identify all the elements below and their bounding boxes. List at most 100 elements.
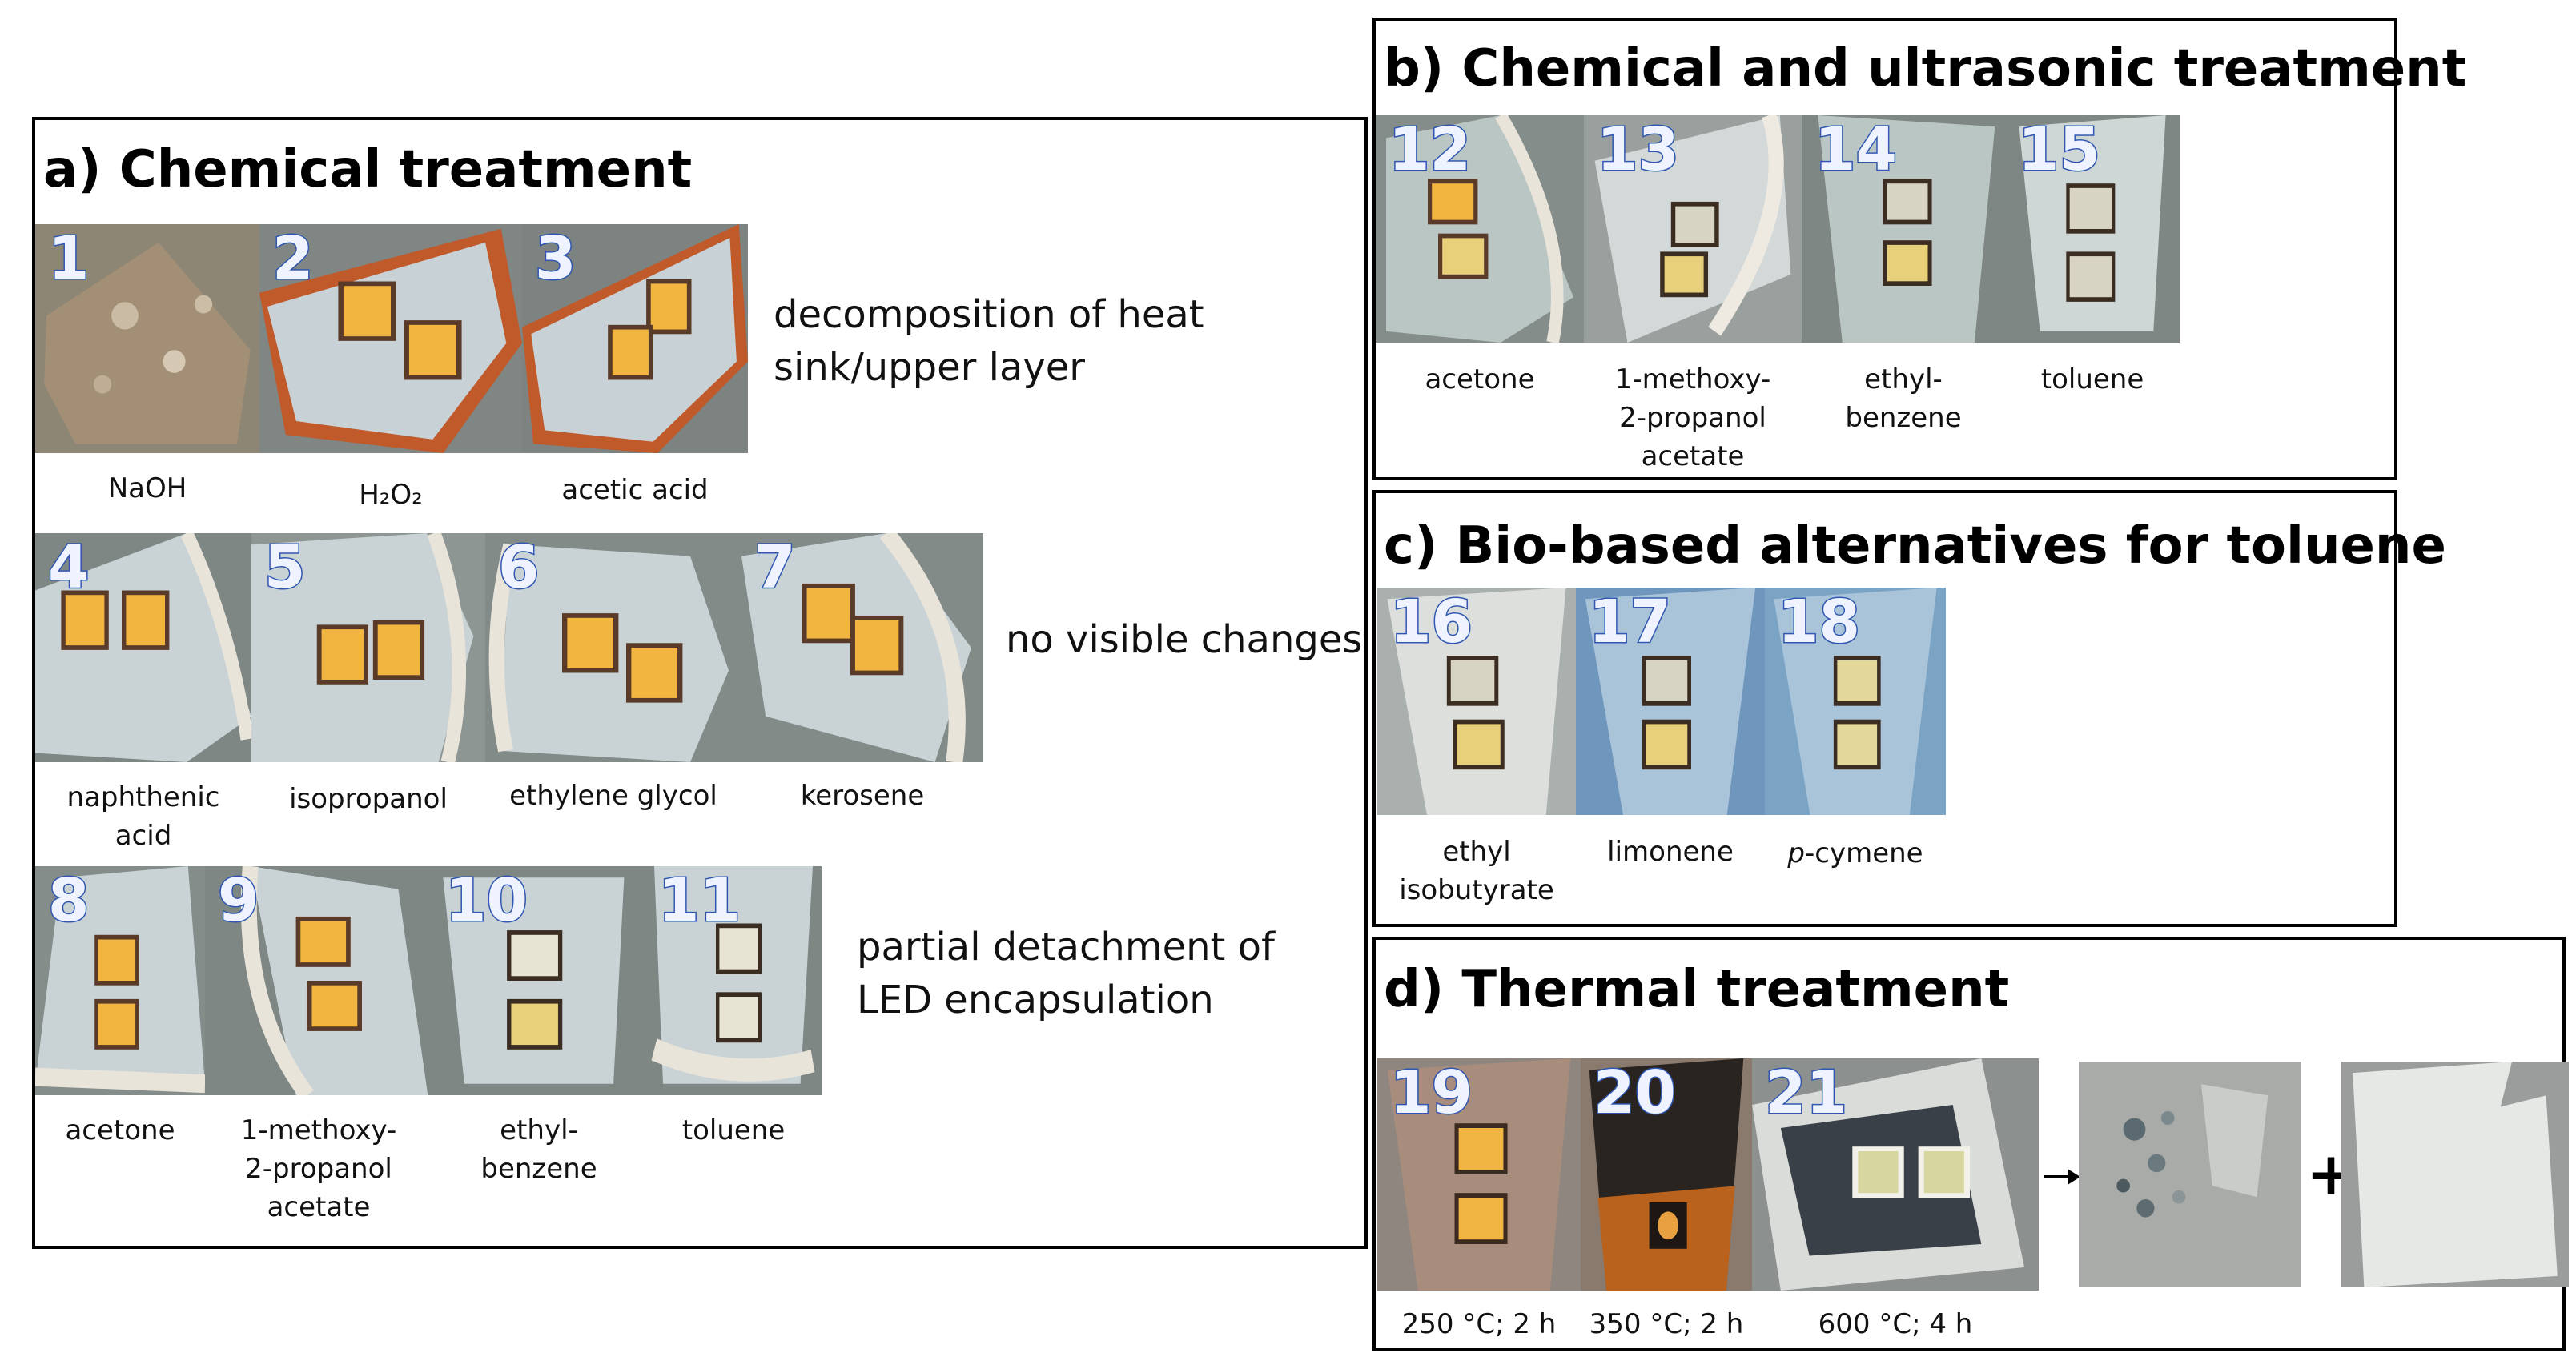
- sample-photo-7: 7: [741, 533, 983, 762]
- sample-photo-5: 5: [251, 533, 485, 762]
- panel-b-title: b) Chemical and ultrasonic treatment: [1384, 39, 2467, 98]
- sample-photo-16: 16: [1377, 588, 1576, 815]
- sample-photo-20: 20: [1581, 1058, 1752, 1291]
- sample-photo-6: 6: [485, 533, 741, 762]
- heat-sink-residue: [35, 224, 259, 453]
- led-board-8: [35, 866, 205, 1095]
- sample-photo-10: 10: [432, 866, 645, 1095]
- row-2-note-line-1: no visible changes: [1006, 617, 1363, 662]
- sample-number-21: 21: [1764, 1058, 1849, 1127]
- sample-number-7: 7: [754, 533, 797, 602]
- led-board-2: [259, 224, 522, 453]
- led-board-4: [35, 533, 251, 762]
- led-board-13: [1584, 115, 1802, 343]
- sample-number-19: 19: [1389, 1058, 1474, 1127]
- led-board-16: [1377, 588, 1576, 815]
- sample-number-13: 13: [1596, 115, 1681, 184]
- row-1-note-line-1: decomposition of heat: [774, 292, 1204, 337]
- sample-label-3: acetic acid: [561, 474, 709, 506]
- p-italic-prefix: p: [1787, 837, 1805, 869]
- heat-sink-residue-white: [2341, 1062, 2569, 1287]
- sample-photo-1: 1: [35, 224, 259, 453]
- led-board-17: [1576, 588, 1765, 815]
- led-board-5: [251, 533, 485, 762]
- sample-photo-4: 4: [35, 533, 251, 762]
- led-board-15: [2005, 115, 2180, 343]
- sample-number-14: 14: [1814, 115, 1899, 184]
- ash-fragments: [2079, 1062, 2301, 1287]
- residue-photo-heat-sink: [2341, 1062, 2569, 1287]
- sample-number-5: 5: [263, 533, 307, 602]
- residue-photo-fragments: [2079, 1062, 2301, 1287]
- sample-photo-2: 2: [259, 224, 522, 453]
- sample-photo-12: 12: [1376, 115, 1584, 343]
- sample-label-11: toluene: [681, 1114, 786, 1146]
- sample-number-11: 11: [657, 866, 742, 935]
- led-board-3: [522, 224, 748, 453]
- sample-photo-3: 3: [522, 224, 748, 453]
- sample-label-18: p-cymene: [1765, 834, 1946, 873]
- sample-number-12: 12: [1388, 115, 1473, 184]
- sample-label-12: acetone: [1425, 363, 1535, 395]
- sample-photo-19: 19: [1377, 1058, 1581, 1291]
- sample-number-1: 1: [47, 224, 90, 293]
- row-2-note: no visible changes: [1006, 613, 1362, 666]
- sample-number-8: 8: [47, 866, 90, 935]
- arrow-icon: [2044, 1169, 2080, 1185]
- row-1-note: decomposition of heat sink/upper layer: [774, 288, 1204, 394]
- led-board-18: [1765, 588, 1946, 815]
- sample-photo-9: 9: [205, 866, 432, 1095]
- sample-number-6: 6: [497, 533, 541, 602]
- row-3-note-line-1: partial detachment of: [857, 925, 1275, 970]
- sample-number-16: 16: [1389, 588, 1474, 656]
- row-3-note-line-2: LED encapsulation: [857, 978, 1214, 1022]
- row-1-note-line-2: sink/upper layer: [774, 345, 1086, 390]
- sample-number-17: 17: [1588, 588, 1673, 656]
- led-board-11: [645, 866, 822, 1095]
- sample-photo-21: 21: [1752, 1058, 2039, 1291]
- row-3-note: partial detachment of LED encapsulation: [857, 921, 1275, 1026]
- led-board-21: [1752, 1058, 2039, 1291]
- sample-label-6: ethylene glycol: [509, 780, 717, 812]
- sample-label-15: toluene: [2040, 363, 2144, 395]
- sample-photo-11: 11: [645, 866, 822, 1095]
- sample-label-21: 600 °C; 4 h: [1818, 1308, 1973, 1340]
- led-board-9: [205, 866, 432, 1095]
- sample-number-9: 9: [217, 866, 260, 935]
- sample-photo-17: 17: [1576, 588, 1765, 815]
- sample-label-2: H₂O₂: [359, 479, 423, 511]
- cymene-rest: -cymene: [1805, 837, 1923, 869]
- sample-label-1: NaOH: [107, 472, 187, 504]
- sample-label-7: kerosene: [800, 780, 925, 812]
- led-board-6: [485, 533, 741, 762]
- led-board-7: [741, 533, 983, 762]
- sample-label-8: acetone: [65, 1114, 175, 1146]
- led-board-19: [1377, 1058, 1581, 1291]
- sample-photo-15: 15: [2005, 115, 2180, 343]
- sample-number-2: 2: [271, 224, 315, 293]
- sample-number-10: 10: [444, 866, 529, 935]
- sample-label-10: ethyl-benzene: [480, 1114, 597, 1185]
- sample-label-19: 250 °C; 2 h: [1401, 1308, 1557, 1340]
- sample-photo-13: 13: [1584, 115, 1802, 343]
- sample-label-17: limonene: [1607, 836, 1734, 868]
- panel-c-title: c) Bio-based alternatives for toluene: [1384, 516, 2446, 576]
- sample-number-18: 18: [1777, 588, 1862, 656]
- panel-d-title: d) Thermal treatment: [1384, 960, 2010, 1019]
- sample-label-5: isopropanol: [289, 783, 448, 815]
- panel-a-title: a) Chemical treatment: [43, 140, 693, 199]
- sample-number-3: 3: [534, 224, 577, 293]
- sample-photo-8: 8: [35, 866, 205, 1095]
- sample-number-4: 4: [47, 533, 90, 602]
- led-board-10: [432, 866, 645, 1095]
- led-board-14: [1802, 115, 2005, 343]
- led-board-12: [1376, 115, 1584, 343]
- sample-photo-18: 18: [1765, 588, 1946, 815]
- sample-photo-14: 14: [1802, 115, 2005, 343]
- led-board-20: [1581, 1058, 1752, 1291]
- sample-label-20: 350 °C; 2 h: [1589, 1308, 1744, 1340]
